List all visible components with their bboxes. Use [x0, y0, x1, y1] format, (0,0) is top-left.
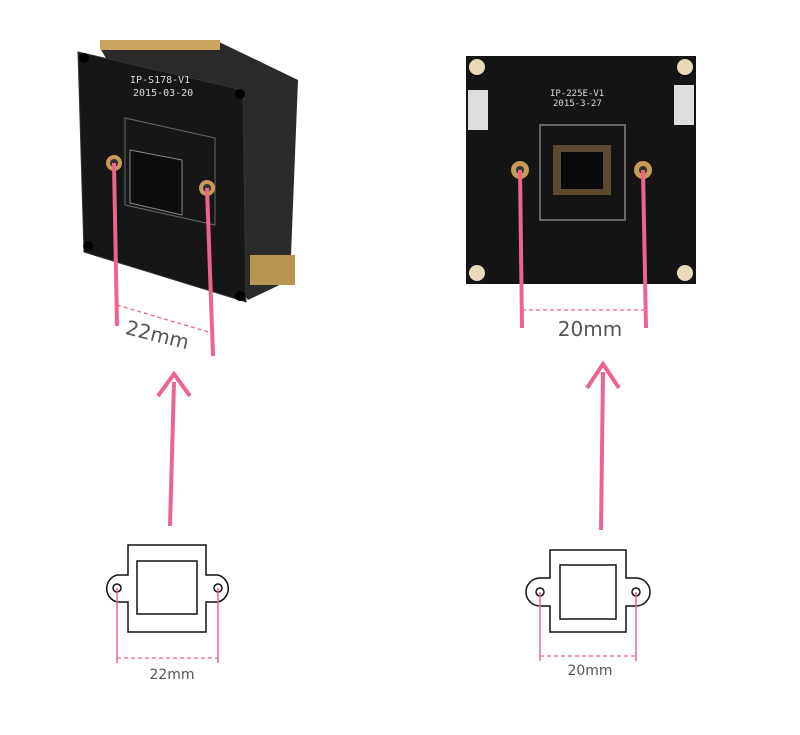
right-bracket-spacing-label: 20mm	[567, 663, 612, 679]
left-camera-board: IP-S178-V1 2015-03-20	[77, 40, 298, 303]
left-lens-bracket	[105, 544, 230, 633]
right-module-spacing-label: 20mm	[558, 317, 622, 341]
left-bracket-spacing-label: 22mm	[149, 667, 194, 683]
right-board-date: 2015-3-27	[553, 99, 602, 109]
right-up-arrow	[585, 360, 621, 531]
left-hole-pointer	[112, 162, 119, 327]
right-board-model: IP-225E-V1	[550, 89, 604, 99]
right-lens-bracket	[525, 549, 651, 633]
left-hole-pointer-2	[518, 169, 524, 329]
left-up-arrow	[156, 370, 192, 527]
left-board-date: 2015-03-20	[133, 88, 193, 99]
left-spacing-dashline	[116, 304, 213, 334]
left-module-spacing-label: 22mm	[123, 315, 191, 354]
right-hole-pointer-2	[641, 169, 648, 329]
right-hole-pointer	[205, 187, 215, 357]
right-camera-board: IP-225E-V1 2015-3-27	[466, 56, 696, 284]
left-board-model: IP-S178-V1	[130, 75, 190, 86]
